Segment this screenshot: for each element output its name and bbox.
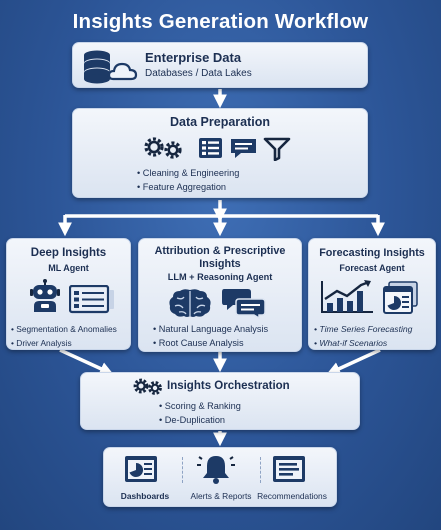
attribution-bullet: • Root Cause Analysis [153,337,244,348]
recommendations-label: Recommendations [257,491,327,501]
forecasting-insights-box: Forecasting Insights Forecast Agent • Ti… [308,238,436,350]
prep-bullet: • Feature Aggregation [137,181,227,192]
orchestration-bullet: • De-Duplication [159,414,226,425]
dashboards-label: Dashboards [120,491,170,501]
arrow-forecast-to-orch [326,348,381,376]
deep-insights-box: Deep Insights ML Agent • Segmentation & … [6,238,131,350]
deep-insights-subtitle: ML Agent [48,263,89,273]
data-preparation-title: Data Preparation [169,115,271,129]
attribution-title-line2: Insights [199,258,241,270]
bell-alert-icon [197,456,235,484]
forecasting-title: Forecasting Insights [319,247,425,259]
enterprise-data-title: Enterprise Data [145,50,242,65]
dashboard-icon [125,456,157,482]
brain-icon [169,289,211,317]
growth-chart-icon [321,280,373,313]
orchestration-title: Insights Orchestration [167,380,290,392]
diagram-title: Insights Generation Workflow [72,10,369,33]
deep-bullet: • Segmentation & Anomalies [11,324,117,334]
database-cloud-icon [84,50,138,84]
data-preparation-box: Data Preparation • Cleaning & Engineerin… [72,108,368,198]
deep-bullet: • Driver Analysis [11,337,72,348]
gears-icon [133,378,162,395]
filter-icon [263,137,291,161]
gears-icon [144,137,182,159]
recommendations-icon [273,456,305,482]
attribution-subtitle: LLM + Reasoning Agent [167,272,273,282]
forecasting-bullet: • Time Series Forecasting [314,324,413,334]
report-pie-icon [383,281,418,314]
enterprise-data-subtitle: Databases / Data Lakes [145,68,252,79]
divider [182,457,183,483]
attribution-bullet: • Natural Language Analysis [153,324,269,334]
attribution-title-line1: Attribution & Prescriptive [154,245,286,257]
deep-insights-title: Deep Insights [30,247,107,259]
orchestration-bullet: • Scoring & Ranking [159,401,241,411]
divider [260,457,261,483]
checklist-icon [199,138,222,158]
arrow-deep-to-orch [59,348,114,376]
attribution-insights-box: Attribution & Prescriptive Insights LLM … [138,238,302,352]
forecasting-bullet: • What-if Scenarios [314,337,388,348]
dashboard-list-icon [69,285,114,314]
chat-bubbles-icon [222,289,266,319]
enterprise-data-box: Enterprise Data Databases / Data Lakes [72,42,368,88]
robot-icon [30,279,60,312]
outputs-box: Dashboards Alerts & Reports Recommendati… [103,447,337,507]
alerts-reports-label: Alerts & Reports [190,491,252,501]
chat-icon [231,139,256,158]
insights-orchestration-box: Insights Orchestration • Scoring & Ranki… [80,372,360,430]
forecasting-subtitle: Forecast Agent [339,263,405,273]
prep-bullet: • Cleaning & Engineering [137,168,240,178]
